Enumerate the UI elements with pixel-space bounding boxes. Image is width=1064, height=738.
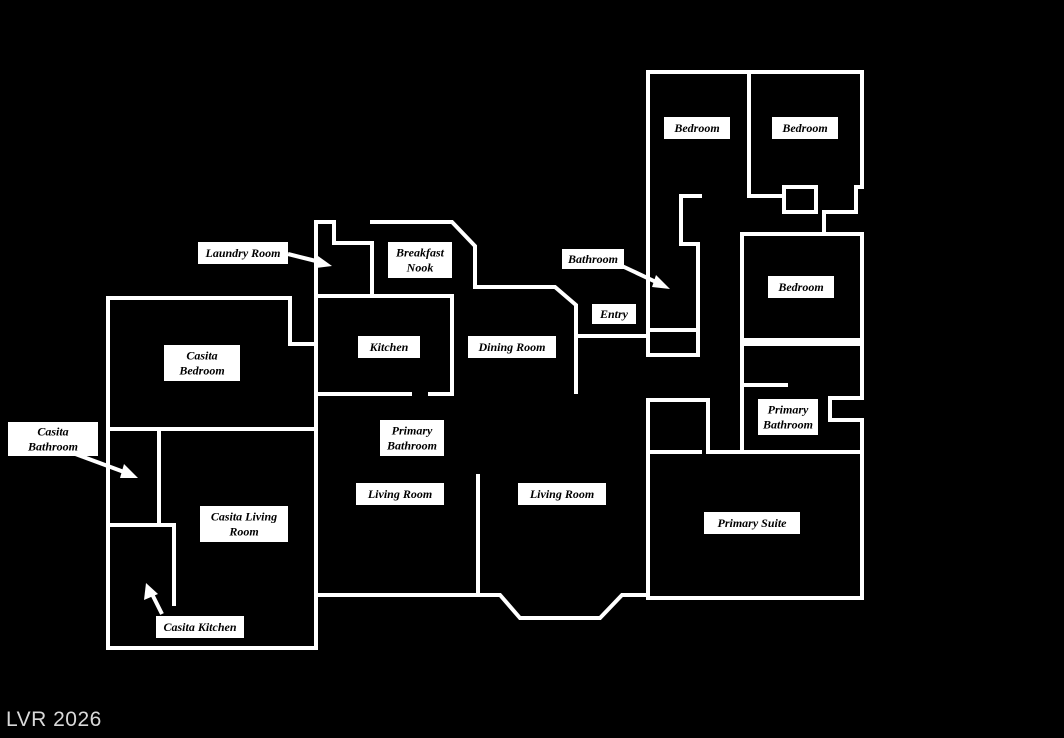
room-label-text: Bedroom [777, 280, 823, 294]
bathroom-arrow-icon [621, 264, 670, 289]
room-label-bedroom-1: Bedroom [664, 117, 730, 139]
room-label-text: Casita [37, 425, 68, 439]
room-label-living-room-right: Living Room [518, 483, 606, 505]
room-label-kitchen: Kitchen [358, 336, 420, 358]
primary-bathroom-wall [740, 342, 864, 454]
room-label-entry: Entry [592, 304, 636, 324]
room-label-text: Room [228, 525, 258, 539]
room-label-text: Living Room [529, 487, 594, 501]
room-label-text: Primary [392, 424, 433, 438]
room-label-text: Bedroom [178, 364, 224, 378]
kitchen-wall [314, 294, 454, 396]
room-label-text: Bedroom [673, 121, 719, 135]
arrows [69, 252, 670, 615]
room-label-primary-suite: Primary Suite [704, 512, 800, 534]
room-label-living-room-left: Living Room [356, 483, 444, 505]
laundry-wall [314, 220, 374, 298]
casita-kitchen-arrow-icon [144, 583, 164, 615]
bedroom-3-wall [740, 232, 864, 342]
breakfast-nook-wall [370, 220, 578, 394]
primary-suite-wall [646, 398, 864, 600]
room-label-text: Nook [406, 261, 434, 275]
room-label-text: Kitchen [369, 340, 409, 354]
closet-wall [782, 185, 818, 214]
bedroom-divider [747, 70, 784, 198]
room-label-bedroom-2: Bedroom [772, 117, 838, 139]
room-label-text: Casita [186, 349, 217, 363]
room-label-text: Entry [599, 307, 629, 321]
room-label-text: Bedroom [781, 121, 827, 135]
walls [106, 70, 864, 650]
room-label-text: Bathroom [386, 439, 437, 453]
bedroom-wing-left-wall [646, 70, 702, 357]
room-label-text: Laundry Room [204, 246, 280, 260]
room-label-text: Bathroom [27, 440, 78, 454]
room-label-dining-room: Dining Room [468, 336, 556, 358]
room-label-text: Breakfast [395, 246, 445, 260]
watermark-text: LVR 2026 [6, 708, 102, 731]
room-label-text: Bathroom [567, 252, 618, 266]
room-label-text: Dining Room [477, 340, 545, 354]
room-label-laundry: Laundry Room [198, 242, 288, 264]
room-label-casita-kitchen: Casita Kitchen [156, 616, 244, 638]
casita-bathroom-arrow-icon [69, 450, 138, 478]
casita-kitchen-wall [157, 523, 176, 606]
room-label-text: Living Room [367, 487, 432, 501]
room-label-text: Bathroom [762, 418, 813, 432]
laundry-arrow-icon [287, 252, 332, 268]
room-label-bedroom-3: Bedroom [768, 276, 834, 298]
room-label-text: Primary [768, 403, 809, 417]
room-label-text: Casita Living [211, 510, 277, 524]
room-label-text: Primary Suite [717, 516, 787, 530]
room-label-bathroom: Bathroom [562, 249, 624, 269]
main-house-outer-wall [314, 593, 650, 620]
room-label-text: Casita Kitchen [163, 620, 236, 634]
